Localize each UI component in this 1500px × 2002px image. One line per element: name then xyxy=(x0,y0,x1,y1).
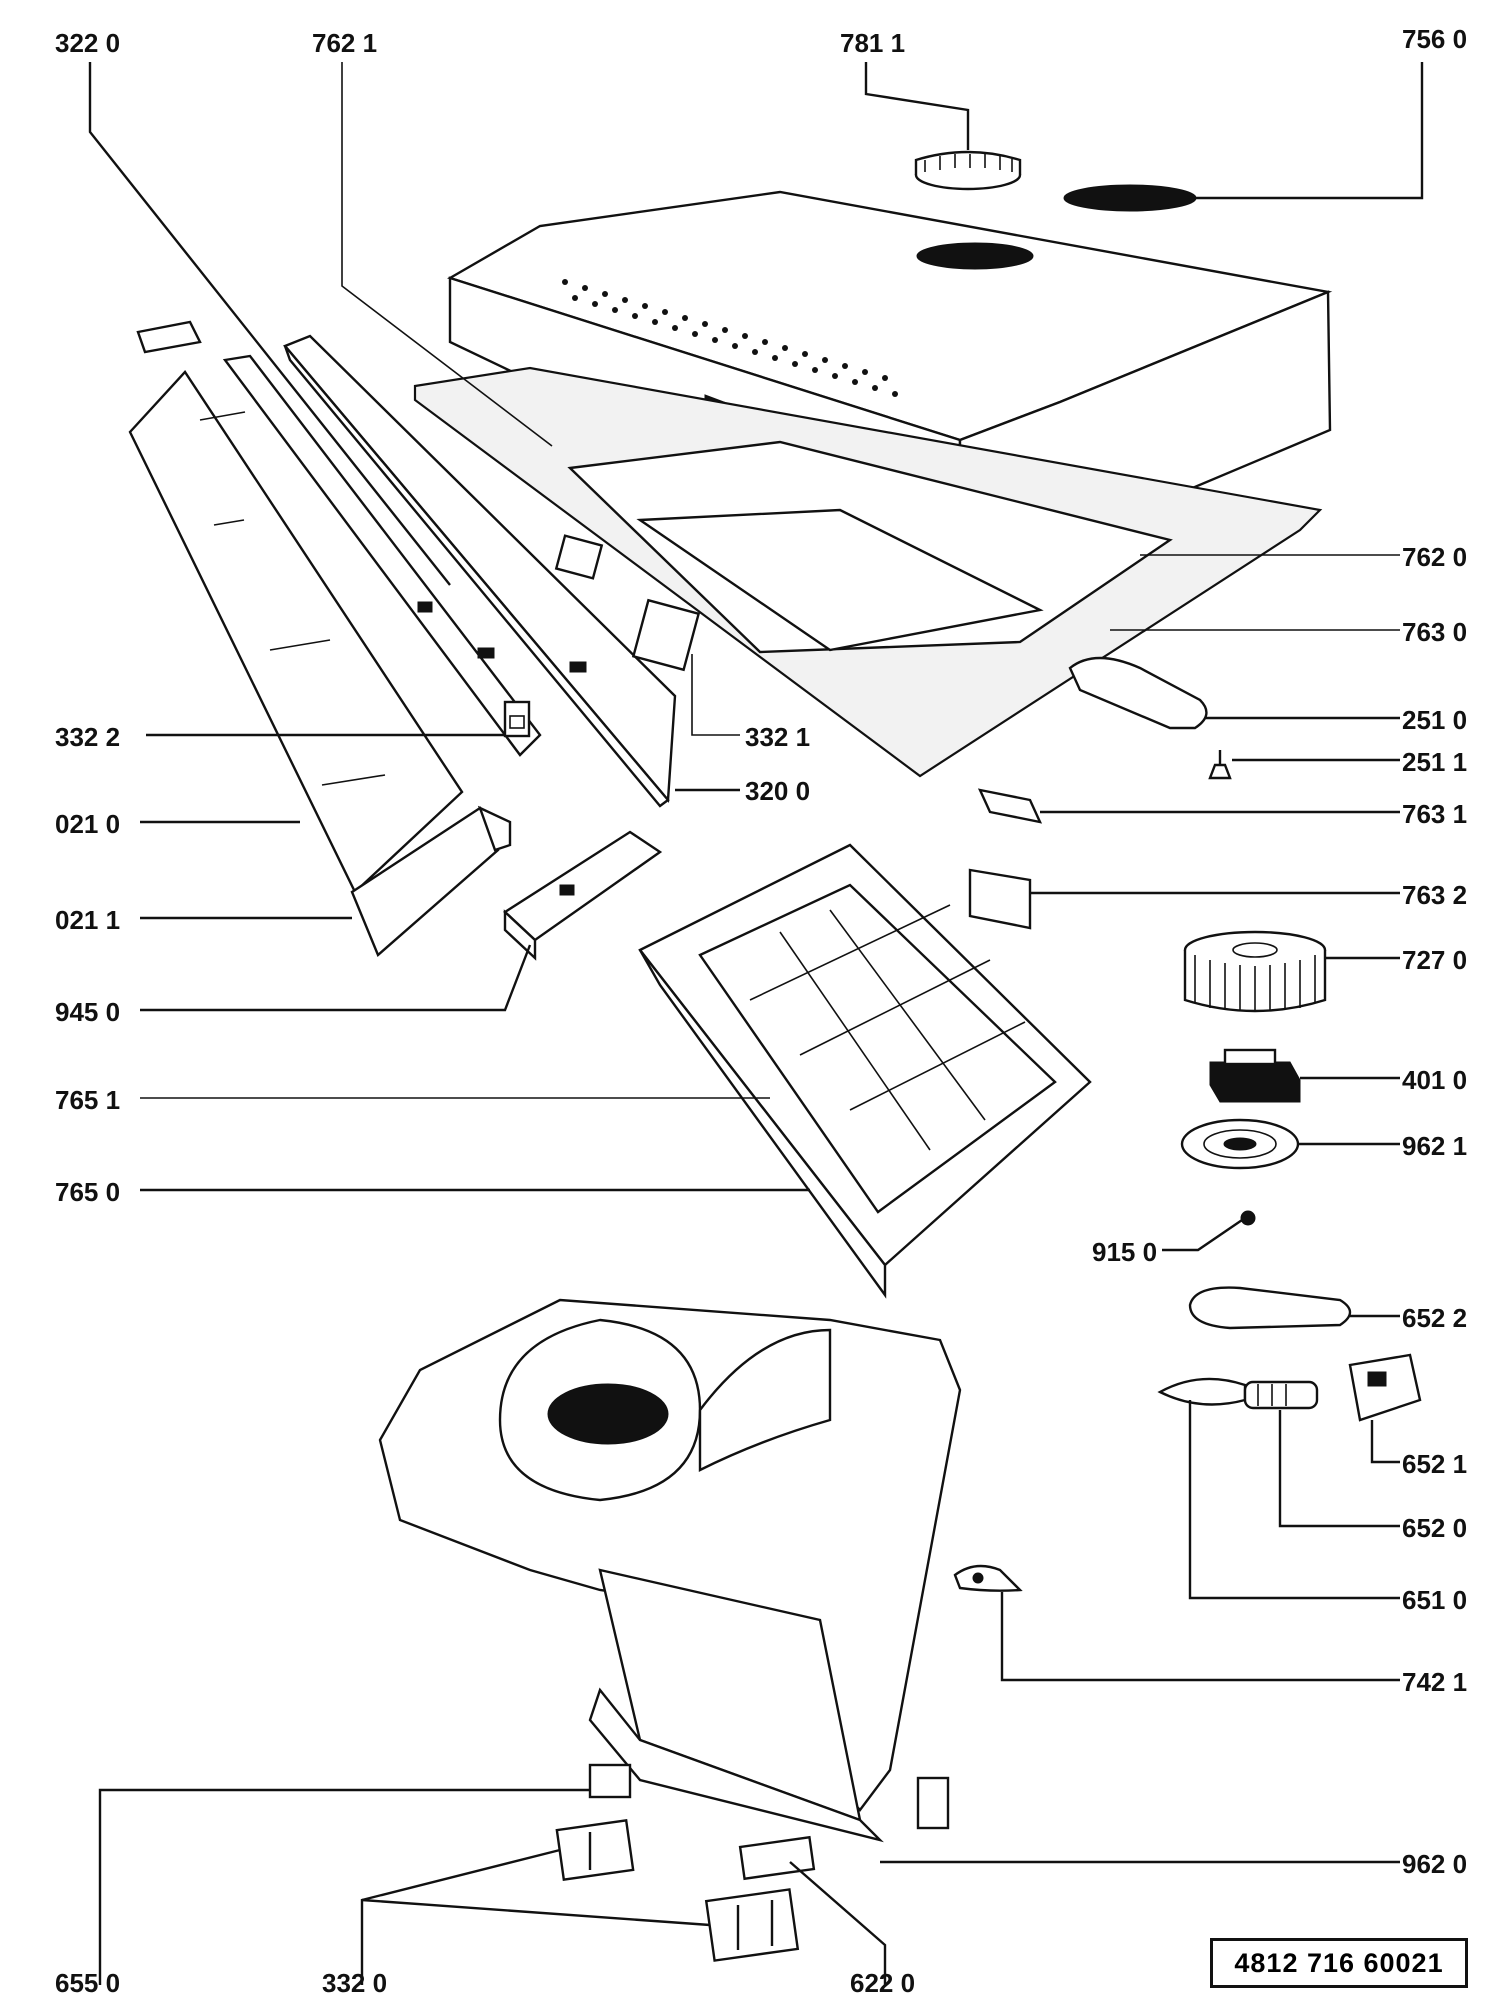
document-reference-number: 4812 716 60021 xyxy=(1210,1938,1468,1988)
label-332-2: 332 2 xyxy=(55,722,120,752)
clip-655-0 xyxy=(588,1763,632,1799)
top-outlet-hole xyxy=(916,242,1034,270)
bracket-763-2 xyxy=(968,868,1032,930)
rear-strip xyxy=(222,354,587,757)
label-945-0: 945 0 xyxy=(55,997,120,1027)
label-652-2: 652 2 xyxy=(1402,1303,1467,1333)
label-332-1: 332 1 xyxy=(745,722,810,752)
glass-end-cap xyxy=(136,320,202,354)
label-332-0: 332 0 xyxy=(322,1968,387,1998)
clip-332-1 xyxy=(554,534,701,672)
motor xyxy=(1209,1048,1301,1103)
lamp-holder xyxy=(1243,1380,1319,1410)
label-762-0: 762 0 xyxy=(1402,542,1467,572)
label-915-0: 915 0 xyxy=(1092,1237,1157,1267)
grease-filter-frame xyxy=(638,843,1092,1299)
label-322-0: 322 0 xyxy=(55,28,120,58)
clip-332-2 xyxy=(503,700,531,738)
screw xyxy=(1208,750,1232,780)
part-labels: 322 0 762 1 781 1 756 0 762 0 763 0 251 … xyxy=(55,24,1467,1998)
switch-block xyxy=(503,830,663,961)
label-756-0: 756 0 xyxy=(1402,24,1467,54)
label-651-0: 651 0 xyxy=(1402,1585,1467,1615)
lamp-switch xyxy=(1348,1353,1422,1422)
label-251-1: 251 1 xyxy=(1402,747,1467,777)
lamp-cover xyxy=(1068,656,1208,730)
clip-962-0-small xyxy=(916,1776,950,1830)
glass-strip-end xyxy=(350,805,512,958)
lamp-bulb xyxy=(1157,1377,1247,1406)
label-763-1: 763 1 xyxy=(1402,799,1467,829)
vent-holes xyxy=(562,279,898,397)
outlet-cover xyxy=(1063,184,1197,212)
leader-lines xyxy=(88,62,1424,1985)
motor-grille xyxy=(1180,1118,1300,1170)
nut xyxy=(1240,1210,1256,1226)
label-765-0: 765 0 xyxy=(55,1177,120,1207)
label-652-1: 652 1 xyxy=(1402,1449,1467,1479)
bracket-763-1 xyxy=(977,788,1043,824)
hood-body xyxy=(413,190,1333,778)
label-727-0: 727 0 xyxy=(1402,945,1467,975)
label-652-0: 652 0 xyxy=(1402,1513,1467,1543)
label-962-0: 962 0 xyxy=(1402,1849,1467,1879)
label-655-0: 655 0 xyxy=(55,1968,120,1998)
knob xyxy=(953,1564,1023,1592)
label-021-1: 021 1 xyxy=(55,905,120,935)
lamp-diffuser xyxy=(1188,1286,1352,1330)
label-763-0: 763 0 xyxy=(1402,617,1467,647)
label-320-0: 320 0 xyxy=(745,776,810,806)
clip-332-0-a xyxy=(555,1819,635,1881)
clip-332-0-b xyxy=(704,1888,800,1962)
label-781-1: 781 1 xyxy=(840,28,905,58)
clip-622-0 xyxy=(738,1835,816,1881)
front-panel-strip xyxy=(283,334,677,808)
label-021-0: 021 0 xyxy=(55,809,120,839)
label-251-0: 251 0 xyxy=(1402,705,1467,735)
label-622-0: 622 0 xyxy=(850,1968,915,1998)
blower-housing xyxy=(378,1298,962,1843)
front-glass-strip xyxy=(128,370,464,894)
label-765-1: 765 1 xyxy=(55,1085,120,1115)
label-401-0: 401 0 xyxy=(1402,1065,1467,1095)
label-762-1: 762 1 xyxy=(312,28,377,58)
fan-wheel xyxy=(1183,930,1327,1013)
label-742-1: 742 1 xyxy=(1402,1667,1467,1697)
label-962-1: 962 1 xyxy=(1402,1131,1467,1161)
outlet-collar xyxy=(914,150,1022,191)
label-763-2: 763 2 xyxy=(1402,880,1467,910)
